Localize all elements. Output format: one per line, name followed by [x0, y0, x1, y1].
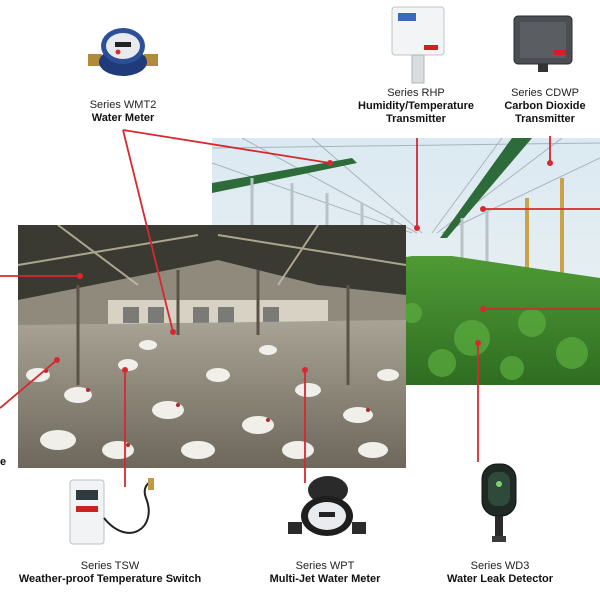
wd3-series: Series WD3 — [470, 560, 530, 572]
cdwp-name-line2: Transmitter — [515, 113, 575, 125]
tsw-label: Series TSW Weather-proof Temperature Swi… — [5, 560, 215, 586]
rhp-series: Series RHP — [387, 87, 445, 99]
tsw-series: Series TSW — [80, 560, 140, 572]
wmt2-name: Water Meter — [91, 112, 155, 124]
cdwp-series: Series CDWP — [511, 87, 579, 99]
wpt-series: Series WPT — [295, 560, 355, 572]
wmt2-label: Series WMT2 Water Meter — [73, 99, 173, 125]
leak-detector-icon — [478, 462, 520, 544]
multi-jet-meter-icon — [288, 472, 366, 548]
cdwp-label: Series CDWP Carbon Dioxide Transmitter — [490, 87, 600, 126]
wpt-label: Series WPT Multi-Jet Water Meter — [255, 560, 395, 586]
poultry-barn-illustration — [18, 225, 406, 468]
tsw-name: Weather-proof Temperature Switch — [18, 573, 202, 585]
wd3-label: Series WD3 Water Leak Detector — [430, 560, 570, 586]
poultry-barn-photo — [18, 225, 406, 468]
water-meter-icon — [88, 18, 158, 80]
rhp-label: Series RHP Humidity/Temperature Transmit… — [346, 87, 486, 126]
partial-left-label: e — [0, 456, 7, 468]
rhp-name-line1: Humidity/Temperature — [358, 100, 474, 112]
rhp-name-line2: Transmitter — [386, 113, 446, 125]
wd3-name: Water Leak Detector — [447, 573, 553, 585]
wmt2-series: Series WMT2 — [89, 99, 157, 111]
humidity-transmitter-icon — [388, 5, 448, 85]
temperature-switch-icon — [68, 478, 168, 548]
co2-transmitter-icon — [512, 14, 574, 72]
wpt-name: Multi-Jet Water Meter — [269, 573, 381, 585]
cdwp-name-line1: Carbon Dioxide — [504, 100, 586, 112]
